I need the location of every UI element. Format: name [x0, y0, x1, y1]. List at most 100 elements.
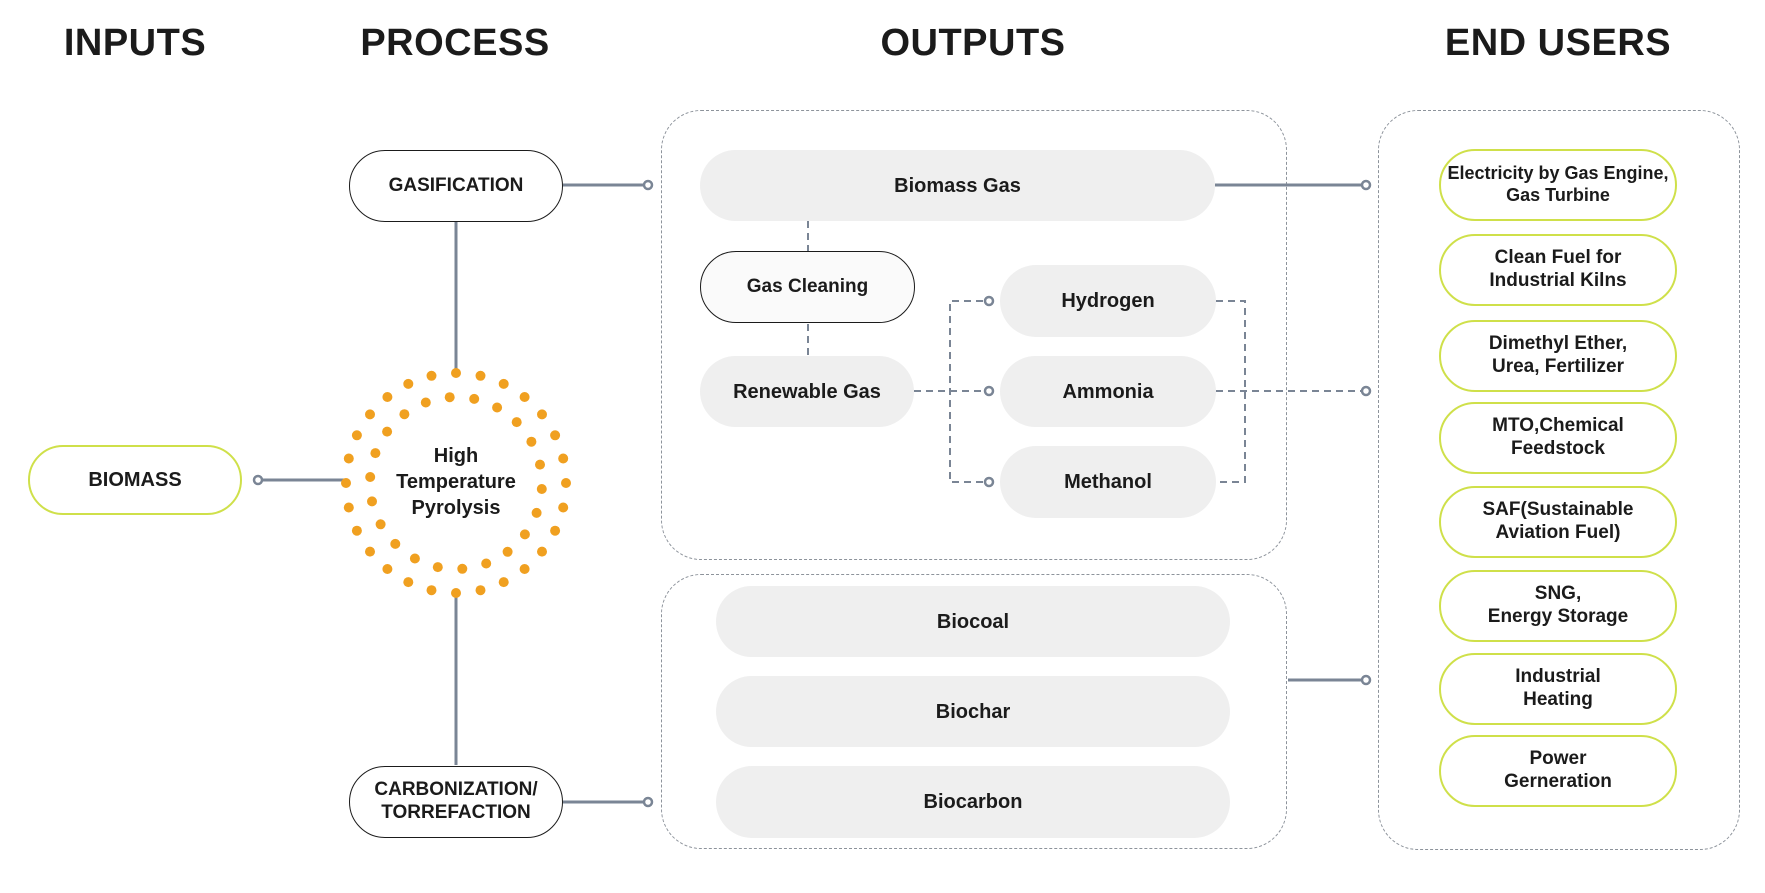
pyrolysis-dot	[403, 577, 414, 588]
pyrolysis-dot	[409, 553, 420, 564]
connector-node	[1360, 385, 1372, 397]
end-user-line2: Energy Storage	[1487, 606, 1629, 627]
end-user-item[interactable]: SNG,Energy Storage	[1439, 570, 1677, 642]
column-title-outputs: OUTPUTS	[880, 22, 1066, 64]
output-hydrogen-label: Hydrogen	[1061, 290, 1155, 312]
end-user-line1: Industrial	[1515, 666, 1601, 688]
end-user-item[interactable]: Electricity by Gas Engine,Gas Turbine	[1439, 149, 1677, 221]
process-carbonization[interactable]: CARBONIZATION/ TORREFACTION	[349, 766, 563, 838]
end-users-group	[1378, 110, 1740, 850]
end-user-line2: Aviation Fuel)	[1495, 522, 1621, 543]
pyrolysis-dot	[519, 392, 530, 402]
output-ammonia-label: Ammonia	[1062, 380, 1154, 403]
input-biomass-label: BIOMASS	[88, 469, 182, 491]
pyrolysis-dot	[426, 370, 437, 381]
output-renewable-gas-label: Renewable Gas	[733, 380, 881, 403]
pyrolysis-dot	[561, 478, 571, 488]
pyrolysis-dot	[558, 502, 569, 513]
input-biomass[interactable]: BIOMASS	[28, 445, 242, 515]
pyrolysis-dot	[343, 502, 354, 513]
process-pyrolysis[interactable]: High Temperature Pyrolysis	[376, 443, 536, 521]
process-gasification-label: GASIFICATION	[388, 174, 524, 196]
pyrolysis-dot	[403, 378, 414, 389]
connector-node	[642, 179, 654, 191]
pyrolysis-dot	[536, 484, 547, 494]
pyrolysis-dot	[382, 564, 393, 574]
pyrolysis-dot	[382, 426, 393, 437]
output-hydrogen[interactable]: Hydrogen	[1000, 265, 1216, 337]
pyrolysis-dot	[432, 562, 443, 573]
end-user-line2: Gerneration	[1504, 771, 1612, 792]
pyrolysis-label-line1: High	[433, 445, 479, 467]
pyrolysis-label-line3: Pyrolysis	[411, 497, 501, 519]
pyrolysis-dot	[550, 525, 561, 536]
output-ammonia[interactable]: Ammonia	[1000, 356, 1216, 427]
pyrolysis-dot	[351, 525, 362, 536]
pyrolysis-dot	[498, 577, 509, 588]
end-user-line1: Electricity by Gas Engine,	[1447, 163, 1669, 184]
output-biocoal[interactable]: Biocoal	[716, 586, 1230, 657]
output-biochar[interactable]: Biochar	[716, 676, 1230, 747]
pyrolysis-dot	[351, 430, 362, 441]
output-gas-cleaning[interactable]: Gas Cleaning	[700, 251, 915, 323]
end-user-line2: Gas Turbine	[1506, 185, 1610, 205]
column-title-end-users: END USERS	[1444, 22, 1672, 64]
pyrolysis-dot	[365, 546, 375, 557]
end-user-line2: Heating	[1523, 689, 1593, 710]
connector-node	[1360, 179, 1372, 191]
pyrolysis-dot	[457, 563, 468, 574]
process-gasification[interactable]: GASIFICATION	[349, 150, 563, 222]
output-methanol-label: Methanol	[1064, 471, 1152, 493]
pyrolysis-dot	[511, 417, 522, 428]
pyrolysis-dot	[475, 585, 486, 596]
connector-node	[1360, 674, 1372, 686]
pyrolysis-dot	[343, 453, 354, 464]
output-biochar-label: Biochar	[935, 700, 1011, 723]
end-user-line2: Feedstock	[1511, 438, 1605, 459]
end-user-line2: Urea, Fertilizer	[1491, 356, 1624, 377]
pyrolysis-dot	[492, 402, 503, 413]
connector-node	[642, 796, 654, 808]
output-biocoal-label: Biocoal	[936, 610, 1010, 633]
pyrolysis-dot	[420, 397, 431, 408]
output-renewable-gas[interactable]: Renewable Gas	[700, 356, 914, 427]
pyrolysis-dot	[498, 378, 509, 389]
pyrolysis-dot	[382, 392, 393, 402]
pyrolysis-dot	[481, 558, 492, 569]
end-user-line2: Industrial Kilns	[1489, 270, 1627, 291]
pyrolysis-dot	[451, 588, 461, 598]
pyrolysis-dot	[558, 453, 569, 464]
pyrolysis-dot	[341, 478, 351, 488]
end-user-item[interactable]: Dimethyl Ether,Urea, Fertilizer	[1439, 320, 1677, 392]
pyrolysis-dot	[390, 538, 401, 549]
gas-outputs-group	[661, 110, 1287, 560]
end-user-line1: SAF(Sustainable	[1482, 499, 1634, 521]
pyrolysis-dot	[451, 368, 461, 378]
output-biomass-gas-label: Biomass Gas	[894, 174, 1021, 197]
end-user-line1: Dimethyl Ether,	[1488, 333, 1628, 355]
output-gas-cleaning-label: Gas Cleaning	[746, 275, 869, 297]
output-biocarbon[interactable]: Biocarbon	[716, 766, 1230, 838]
pyrolysis-dot	[502, 546, 513, 557]
end-user-line1: Power	[1529, 748, 1587, 770]
pyrolysis-dot	[469, 393, 480, 404]
output-biocarbon-label: Biocarbon	[923, 791, 1023, 813]
output-biomass-gas[interactable]: Biomass Gas	[700, 150, 1215, 221]
pyrolysis-dot	[519, 564, 530, 574]
end-user-line1: MTO,Chemical	[1492, 415, 1624, 437]
pyrolysis-dot	[426, 585, 437, 596]
end-user-line1: SNG,	[1534, 583, 1582, 605]
pyrolysis-dot	[550, 430, 561, 441]
pyrolysis-dot	[365, 409, 375, 420]
end-user-line1: Clean Fuel for	[1494, 247, 1622, 269]
column-title-process: PROCESS	[360, 22, 550, 64]
carbonization-label-line2: TORREFACTION	[381, 802, 531, 823]
output-methanol[interactable]: Methanol	[1000, 446, 1216, 518]
pyrolysis-dot	[365, 472, 376, 482]
pyrolysis-dot	[537, 409, 547, 420]
